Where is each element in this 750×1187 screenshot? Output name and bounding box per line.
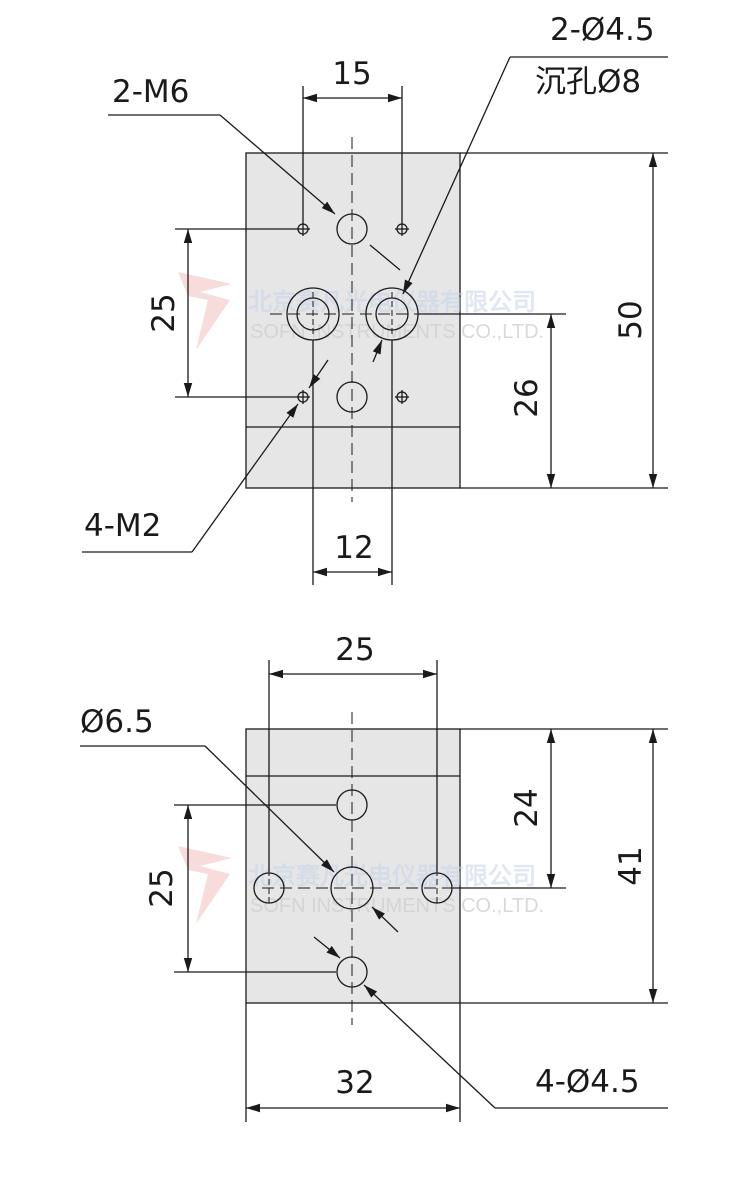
leader-2-m6 xyxy=(219,114,336,215)
watermark-en-text: SOFN INSTRUMENTS CO.,LTD. xyxy=(250,895,544,917)
bottom-watermark: 北京赛凡光电仪器有限公司 SOFN INSTRUMENTS CO.,LTD. xyxy=(178,846,544,924)
top-block xyxy=(245,152,461,489)
leader-dia65 xyxy=(204,745,335,873)
dim-26-label: 26 xyxy=(509,378,545,417)
hole-top xyxy=(336,789,368,821)
dim-41-label: 41 xyxy=(613,846,649,885)
leader-2-dia45 xyxy=(402,56,511,295)
label-4-dia45: 4-Ø4.5 xyxy=(535,1064,640,1100)
dim-12-label: 12 xyxy=(334,530,373,566)
dim-15-label: 15 xyxy=(332,56,371,92)
top-view: 北京赛凡光电仪器有限公司 SOFN INSTRUMENTS CO.,LTD. 1… xyxy=(82,12,668,585)
dim-25-horizontal-label: 25 xyxy=(335,632,374,668)
hole-center-large xyxy=(330,866,374,910)
label-2-m6: 2-M6 xyxy=(112,74,189,110)
dim-25-vertical-label: 25 xyxy=(144,868,180,907)
m6-hole-top xyxy=(336,213,368,245)
label-4-m2: 4-M2 xyxy=(84,508,161,544)
leader-4-m2 xyxy=(191,403,299,553)
bottom-view: 北京赛凡光电仪器有限公司 SOFN INSTRUMENTS CO.,LTD. 2… xyxy=(80,632,668,1122)
m6-hole-bottom xyxy=(336,381,368,413)
dim-50-label: 50 xyxy=(613,300,649,339)
leader-4-dia45 xyxy=(363,984,496,1109)
hole-bottom xyxy=(336,956,368,988)
watermark-cn-text: 北京赛凡光电仪器有限公司 xyxy=(248,862,536,890)
dim-32-label: 32 xyxy=(335,1065,374,1101)
label-dia65: Ø6.5 xyxy=(80,704,154,740)
dim-25-top-label: 25 xyxy=(146,293,182,332)
label-counterbore-8: 沉孔Ø8 xyxy=(535,64,641,100)
dim-24-label: 24 xyxy=(509,788,545,827)
label-2-dia45: 2-Ø4.5 xyxy=(550,12,655,48)
